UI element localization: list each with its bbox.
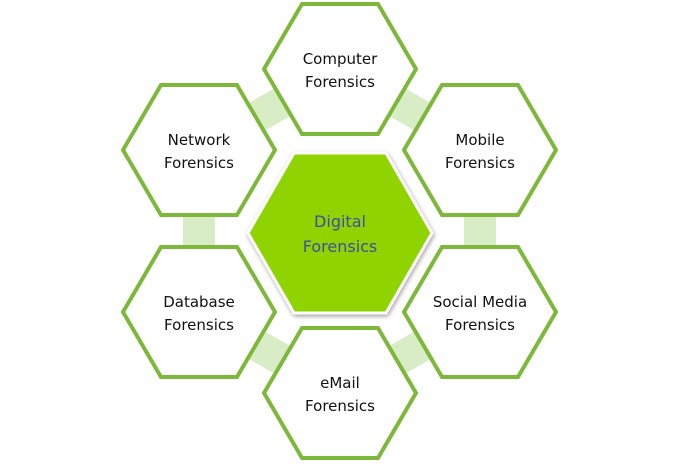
hexagon-label: Forensics: [445, 316, 515, 334]
center-label: Forensics: [303, 237, 378, 256]
hexagon-shape: [120, 245, 278, 379]
hexagon-shape: [120, 83, 278, 217]
center-hexagon-shape: [246, 151, 434, 315]
hexagon-label: Mobile: [455, 131, 504, 149]
hexagon-label: Social Media: [433, 293, 527, 311]
hexagon-shape: [401, 245, 559, 379]
hexagon-label: Computer: [303, 50, 378, 68]
hexagon-shape: [401, 83, 559, 217]
center-label: Digital: [314, 212, 366, 231]
hexagon-label: Forensics: [164, 316, 234, 334]
hexagon-label: Network: [168, 131, 231, 149]
hexagon-label: Database: [163, 293, 235, 311]
hexagon-label: eMail: [320, 374, 360, 392]
hexagon-shape: [261, 2, 419, 136]
hexagon-label: Forensics: [164, 154, 234, 172]
hexagon-label: Forensics: [305, 73, 375, 91]
hexagon-label: Forensics: [445, 154, 515, 172]
hexagon-label: Forensics: [305, 397, 375, 415]
hexagon-shape: [261, 326, 419, 460]
